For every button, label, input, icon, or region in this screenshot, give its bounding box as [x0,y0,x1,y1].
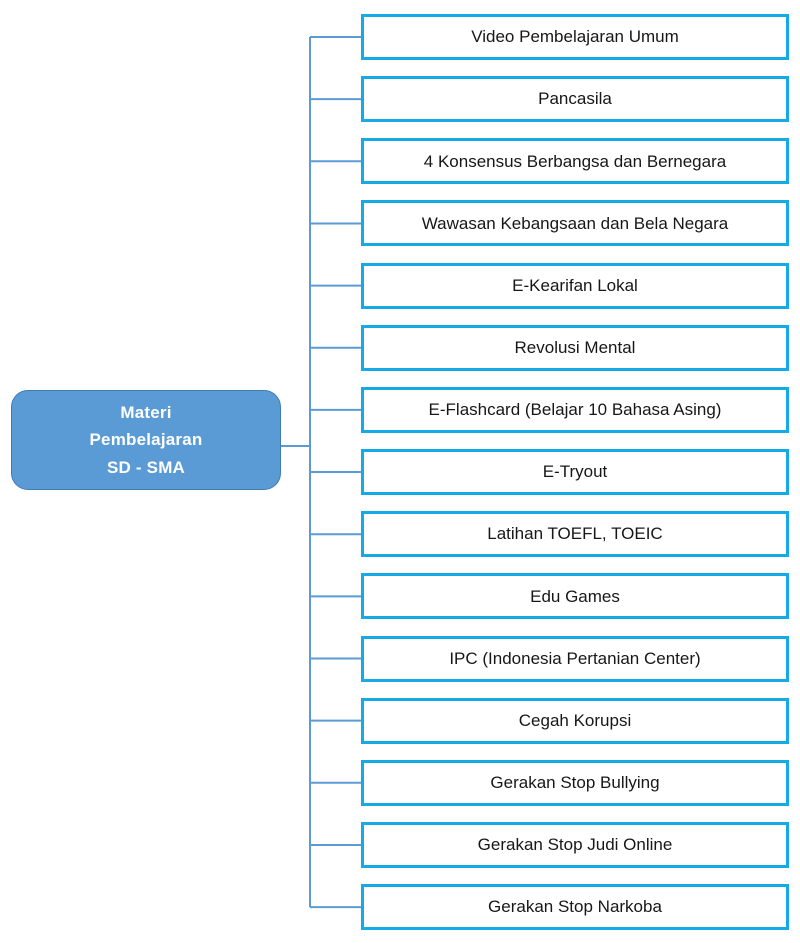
child-node-2[interactable]: Pancasila [361,76,789,123]
child-node-label: E-Tryout [542,462,608,482]
child-node-label: E-Kearifan Lokal [512,275,638,295]
child-node-label: Video Pembelajaran Umum [471,27,679,47]
child-node-label: Gerakan Stop Bullying [490,773,660,793]
child-node-7[interactable]: E-Flashcard (Belajar 10 Bahasa Asing) [361,386,789,433]
child-node-6[interactable]: Revolusi Mental [361,324,789,371]
root-node-label: Materi Pembelajaran SD - SMA [89,403,203,477]
child-node-1[interactable]: Video Pembelajaran Umum [361,14,789,60]
child-node-label: Latihan TOEFL, TOEIC [487,524,663,544]
child-node-14[interactable]: Gerakan Stop Judi Online [361,821,789,868]
child-node-label: Edu Games [530,586,620,606]
child-node-12[interactable]: Cegah Korupsi [361,697,789,744]
child-node-8[interactable]: E-Tryout [361,449,789,496]
child-node-9[interactable]: Latihan TOEFL, TOEIC [361,511,789,558]
child-node-label: Gerakan Stop Narkoba [488,897,662,917]
child-node-15[interactable]: Gerakan Stop Narkoba [361,884,789,931]
child-node-label: Gerakan Stop Judi Online [477,835,673,855]
child-node-label: Cegah Korupsi [518,710,632,730]
root-node[interactable]: Materi Pembelajaran SD - SMA [11,390,281,490]
child-node-label: Revolusi Mental [514,337,636,357]
child-node-label: IPC (Indonesia Pertanian Center) [449,648,701,668]
child-node-10[interactable]: Edu Games [361,573,789,620]
child-node-4[interactable]: Wawasan Kebangsaan dan Bela Negara [361,200,789,247]
child-node-label: Pancasila [538,89,612,109]
child-node-label: E-Flashcard (Belajar 10 Bahasa Asing) [428,400,722,420]
child-node-label: Wawasan Kebangsaan dan Bela Negara [421,213,729,233]
child-node-5[interactable]: E-Kearifan Lokal [361,262,789,309]
child-node-3[interactable]: 4 Konsensus Berbangsa dan Bernegara [361,138,789,185]
child-node-11[interactable]: IPC (Indonesia Pertanian Center) [361,635,789,682]
child-node-13[interactable]: Gerakan Stop Bullying [361,759,789,806]
child-node-label: 4 Konsensus Berbangsa dan Bernegara [423,151,727,171]
